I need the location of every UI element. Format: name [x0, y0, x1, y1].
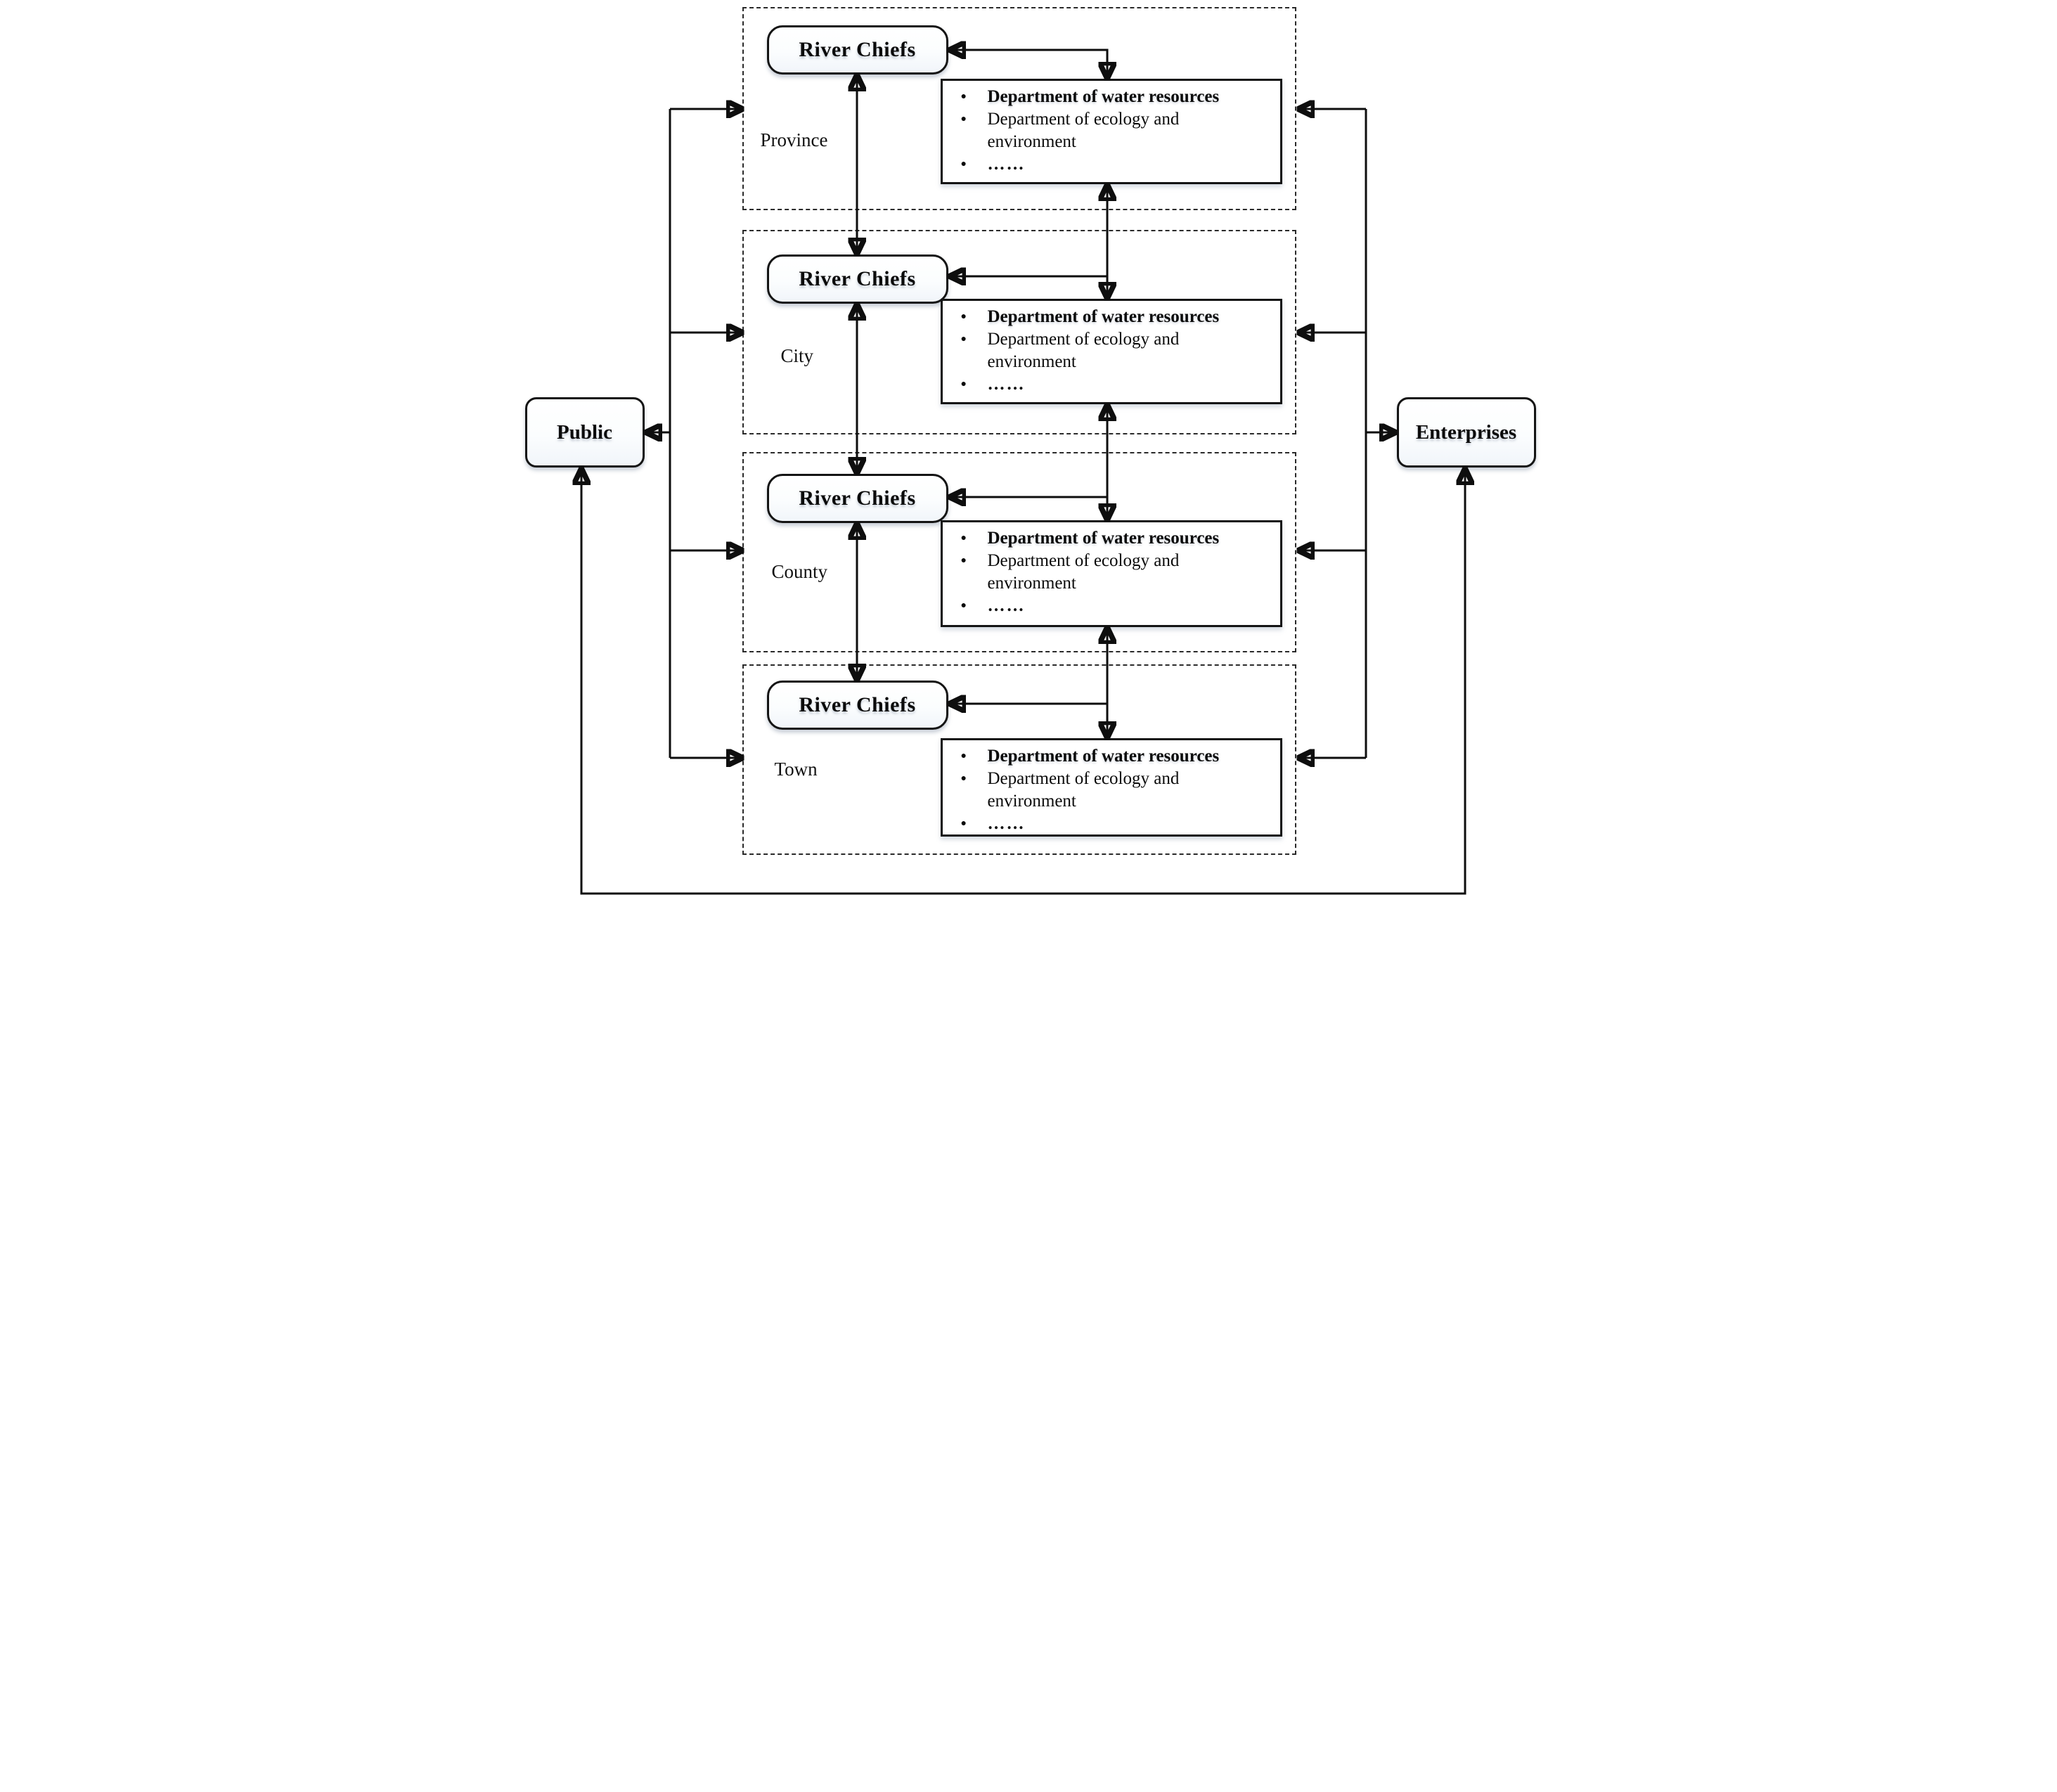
department-item: ●Department of water resources [961, 306, 1275, 328]
departments-box-town: ●Department of water resources ●Departme… [940, 738, 1282, 837]
bullet-icon: ● [960, 114, 967, 124]
levels-to-enterprises-connector [1299, 109, 1395, 758]
river-chiefs-box-town: River Chiefs [766, 681, 948, 730]
public-to-levels-connector [647, 109, 742, 758]
bullet-icon: ● [960, 818, 967, 829]
level-label-province: Province [760, 129, 828, 150]
bullet-icon: ● [960, 159, 967, 169]
bullet-icon: ● [960, 311, 967, 322]
river-chiefs-label: River Chiefs [799, 486, 916, 510]
bullet-icon: ● [960, 600, 967, 611]
department-item: ●Department of ecology and environment [960, 551, 1180, 593]
enterprises-label: Enterprises [1415, 420, 1517, 444]
department-item: ●…… [961, 813, 1275, 835]
level-label-county: County [771, 561, 828, 582]
department-item: ●Department of ecology and environment [960, 330, 1180, 371]
river-chiefs-label: River Chiefs [799, 38, 916, 61]
river-chiefs-box-county: River Chiefs [766, 474, 948, 523]
public-label: Public [557, 420, 612, 444]
department-item: ●Department of water resources [961, 745, 1275, 768]
departments-box-county: ●Department of water resources ●Departme… [940, 520, 1282, 627]
level-label-town: Town [774, 759, 818, 780]
enterprises-box: Enterprises [1396, 397, 1536, 468]
bullet-icon: ● [960, 751, 967, 761]
bullet-icon: ● [960, 555, 967, 566]
department-item: ●…… [961, 595, 1275, 617]
department-item: ●Department of water resources [961, 86, 1275, 108]
department-list: ●Department of water resources ●Departme… [943, 740, 1280, 835]
bullet-icon: ● [960, 773, 967, 784]
river-chiefs-system-diagram: Province City County Town River Chiefs R… [514, 0, 1543, 898]
department-list: ●Department of water resources ●Departme… [943, 522, 1280, 617]
department-item: ●…… [961, 373, 1275, 396]
river-chiefs-label: River Chiefs [799, 693, 916, 716]
department-list: ●Department of water resources ●Departme… [943, 301, 1280, 396]
bullet-icon: ● [960, 533, 967, 543]
level-label-city: City [780, 345, 814, 366]
department-item: ●Department of water resources [961, 527, 1275, 550]
department-list: ●Department of water resources ●Departme… [943, 81, 1280, 176]
bullet-icon: ● [960, 91, 967, 102]
river-chiefs-label: River Chiefs [799, 267, 916, 290]
departments-box-city: ●Department of water resources ●Departme… [940, 299, 1282, 404]
department-item: ●Department of ecology and environment [960, 769, 1180, 811]
department-item: ●Department of ecology and environment [960, 110, 1180, 151]
departments-box-province: ●Department of water resources ●Departme… [940, 79, 1282, 184]
river-chiefs-box-city: River Chiefs [766, 254, 948, 304]
department-item: ●…… [961, 153, 1275, 176]
bullet-icon: ● [960, 379, 967, 389]
public-box: Public [524, 397, 645, 468]
bullet-icon: ● [960, 334, 967, 344]
river-chiefs-box-province: River Chiefs [766, 25, 948, 75]
